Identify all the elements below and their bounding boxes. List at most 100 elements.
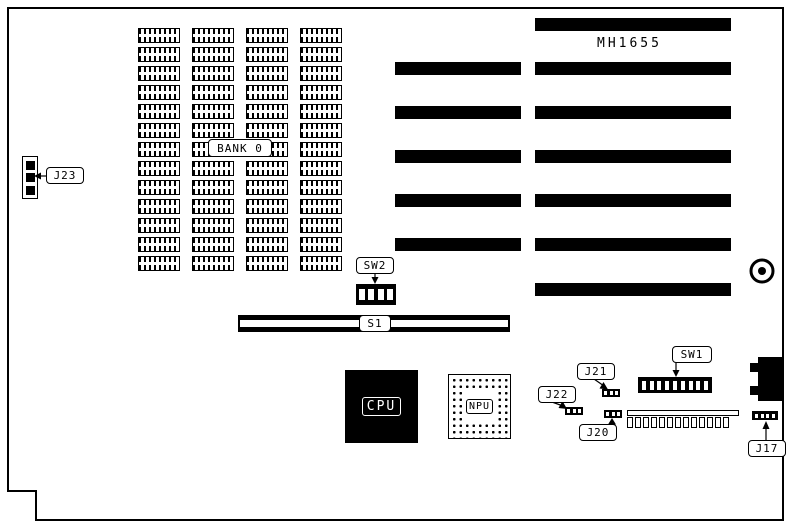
- header-pin: [715, 417, 721, 428]
- label-j21: J21: [577, 363, 615, 380]
- expansion-slot: [535, 106, 731, 119]
- label-j22: J22: [538, 386, 576, 403]
- memory-chip: [192, 161, 234, 176]
- memory-chip: [138, 199, 180, 214]
- memory-chip: [300, 104, 342, 119]
- expansion-slot: [535, 62, 731, 75]
- connector-pin: [614, 391, 618, 395]
- memory-chip: [138, 66, 180, 81]
- connector-pin: [754, 413, 758, 418]
- connector-pin: [25, 160, 35, 170]
- switch-position: [688, 380, 693, 390]
- memory-chip: [300, 123, 342, 138]
- memory-chip: [246, 47, 288, 62]
- connector-pin: [611, 412, 615, 416]
- memory-chip: [300, 256, 342, 271]
- switch-position: [359, 289, 366, 300]
- header-pin: [691, 417, 697, 428]
- header-pin: [627, 417, 633, 428]
- memory-chip: [138, 142, 180, 157]
- memory-chip: [192, 256, 234, 271]
- header-pin: [635, 417, 641, 428]
- memory-chip: [192, 66, 234, 81]
- memory-chip: [246, 180, 288, 195]
- header-pin: [723, 417, 729, 428]
- j17-connector: [752, 411, 778, 420]
- memory-chip: [138, 123, 180, 138]
- npu-socket-center: NPU: [464, 390, 495, 423]
- memory-chip: [300, 28, 342, 43]
- cpu-chip: CPU: [345, 370, 418, 443]
- memory-chip: [246, 85, 288, 100]
- leader-arrow-sw2: [371, 273, 379, 284]
- connector-pin: [572, 409, 576, 413]
- switch-position: [368, 289, 375, 300]
- label-j20: J20: [579, 424, 617, 441]
- leader-arrow-j21: [593, 378, 608, 390]
- expansion-slot: [395, 62, 521, 75]
- expansion-slot: [395, 150, 521, 163]
- memory-chip: [300, 47, 342, 62]
- memory-chip: [192, 47, 234, 62]
- expansion-slot: [395, 106, 521, 119]
- memory-chip: [300, 199, 342, 214]
- connector-pin: [616, 412, 620, 416]
- connector-pin: [577, 409, 581, 413]
- expansion-slot: [395, 238, 521, 251]
- memory-chip: [300, 85, 342, 100]
- label-sw1: SW1: [672, 346, 712, 363]
- switch-position: [641, 380, 646, 390]
- memory-chip: [246, 66, 288, 81]
- j21-connector: [602, 389, 620, 397]
- pin-header-row: [627, 417, 739, 428]
- memory-chip: [300, 142, 342, 157]
- memory-chip: [192, 237, 234, 252]
- label-bank0: BANK 0: [208, 139, 272, 157]
- header-pin: [643, 417, 649, 428]
- memory-chip: [192, 199, 234, 214]
- switch-position: [386, 289, 393, 300]
- memory-chip: [192, 123, 234, 138]
- header-pin: [651, 417, 657, 428]
- board-outline: [7, 7, 784, 521]
- memory-chip: [138, 47, 180, 62]
- memory-chip: [246, 199, 288, 214]
- header-pin: [675, 417, 681, 428]
- label-j23: J23: [46, 167, 84, 184]
- cpu-label: CPU: [361, 397, 402, 416]
- pin-header-bar: [627, 410, 739, 416]
- memory-chip: [246, 237, 288, 252]
- memory-chip: [138, 218, 180, 233]
- connector-pin: [604, 391, 608, 395]
- memory-chip: [192, 104, 234, 119]
- connector-pin: [766, 413, 770, 418]
- memory-chip: [138, 237, 180, 252]
- memory-chip: [300, 66, 342, 81]
- label-sw2: SW2: [356, 257, 394, 274]
- switch-position: [377, 289, 384, 300]
- connector-pin: [25, 173, 35, 182]
- expansion-slot: [535, 283, 731, 296]
- connector-pin: [606, 412, 610, 416]
- j22-connector: [565, 407, 583, 415]
- memory-chip: [246, 161, 288, 176]
- switch-position: [704, 380, 709, 390]
- leader-arrow-sw1: [672, 362, 680, 377]
- memory-chip: [138, 28, 180, 43]
- board-model-text: MH1655: [597, 36, 662, 51]
- memory-chip: [192, 85, 234, 100]
- memory-chip: [138, 104, 180, 119]
- memory-chip: [300, 218, 342, 233]
- pin-header-strip: [627, 410, 739, 428]
- j23-connector: [22, 156, 38, 199]
- expansion-slot: [535, 150, 731, 163]
- header-pin: [667, 417, 673, 428]
- npu-label: NPU: [465, 399, 494, 414]
- switch-position: [696, 380, 701, 390]
- switch-position: [672, 380, 677, 390]
- expansion-slot: [535, 194, 731, 207]
- switch-position: [680, 380, 685, 390]
- memory-chip: [246, 256, 288, 271]
